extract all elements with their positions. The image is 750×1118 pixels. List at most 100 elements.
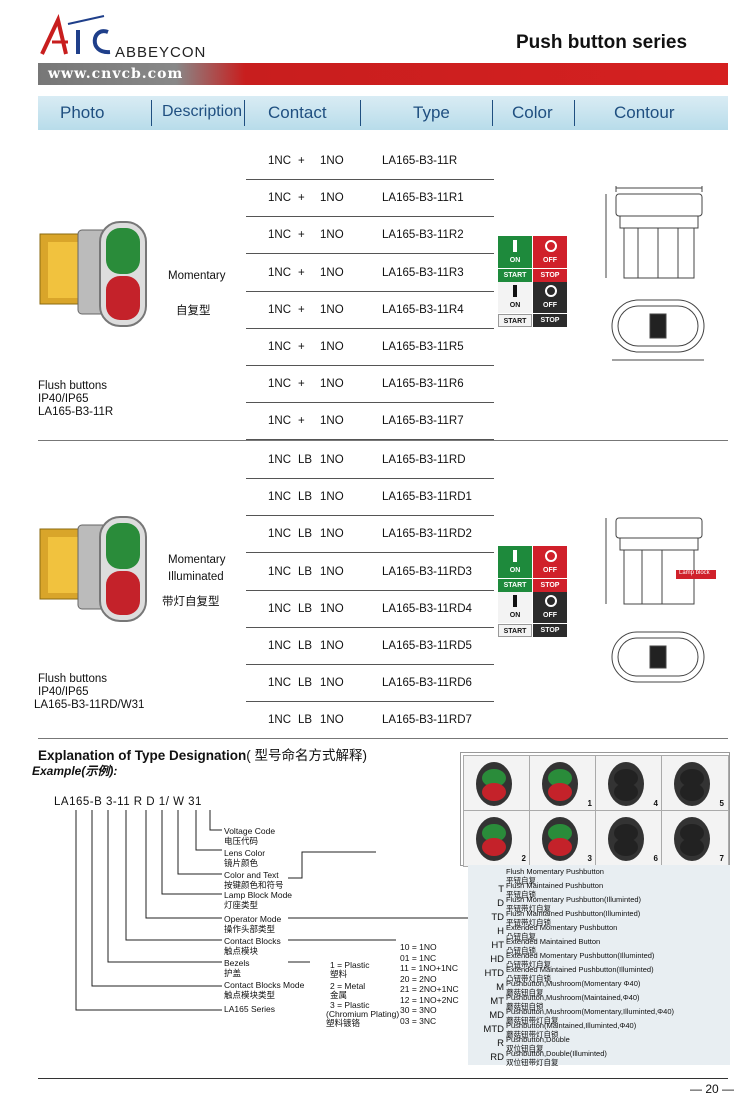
- description-en: Momentary: [168, 270, 226, 282]
- contact-no: 1NO: [320, 341, 344, 353]
- brand-name: ABBEYCON: [115, 44, 207, 61]
- operator-mode-item: Flush Maintained Pushbutton(Illuminted)平…: [506, 909, 641, 927]
- bezel-option: (Chromium Plating): [326, 1009, 400, 1019]
- contact-sep: LB: [298, 454, 313, 466]
- contact-no: 1NO: [320, 378, 344, 391]
- contact-no: 1NO: [320, 155, 344, 167]
- on-label: ON: [498, 254, 532, 267]
- col-type: Type: [413, 103, 450, 122]
- operator-code: MD: [489, 1010, 504, 1021]
- photo-number: 5: [719, 799, 724, 808]
- table-row: 1NC +1NO LA165-B3-11R: [246, 142, 494, 180]
- contact-option: 01 = 1NC: [400, 952, 437, 963]
- operator-mode-item: Pushbutton,Mushroom(Momentary Φ40)蘑菇钮自复: [506, 979, 641, 997]
- contact-option: 20 = 2NO: [400, 973, 437, 984]
- contact-nc: 1NC: [268, 155, 292, 167]
- description2-en2: Illuminated: [168, 571, 224, 583]
- operator-mode-item: Extended Maintained Pushbutton(Illuminte…: [506, 965, 654, 983]
- contact-no: 1NO: [320, 229, 344, 242]
- contact-sep: LB: [298, 640, 313, 652]
- col-description: Description: [162, 103, 243, 120]
- contact-nc: 1NC: [268, 192, 292, 205]
- contact-sep: LB: [298, 491, 313, 504]
- operator-photo: 3: [529, 810, 597, 867]
- column-header: Photo Description Contact Type Color Con…: [38, 96, 728, 130]
- operator-code: HTD: [484, 968, 504, 979]
- off-label: OFF: [533, 564, 567, 577]
- contact-nc: 1NC: [268, 528, 292, 541]
- contact-sep: LB: [298, 565, 313, 578]
- section-divider: [38, 440, 728, 441]
- bezel-option: 3 = Plastic: [330, 1000, 370, 1010]
- contact-nc: 1NC: [268, 341, 292, 353]
- operator-code: H: [497, 926, 504, 937]
- operator-code: R: [497, 1038, 504, 1049]
- contact-sep: LB: [298, 677, 313, 690]
- stop-label: STOP: [533, 269, 567, 282]
- type-code-example: LA165-B 3-11 R D 1/ W 31: [54, 796, 202, 808]
- photo-number: 4: [653, 799, 658, 808]
- operator-mode-item: Flush Momentary Pushbutton(Illuminted)平钮…: [506, 895, 642, 913]
- description-cn: 自复型: [176, 305, 211, 317]
- contact-nc: 1NC: [268, 714, 292, 727]
- lamp-block-label: Lamp block: [679, 570, 710, 576]
- bezel-option: 金属: [330, 990, 348, 1000]
- operator-photo: 1: [529, 755, 597, 812]
- photo-number: 1: [587, 799, 592, 808]
- operator-code: TD: [491, 912, 504, 923]
- contact-option: 12 = 1NO+2NC: [400, 994, 459, 1005]
- contact-no: 1NO: [320, 491, 344, 504]
- operator-mode-item: Pushbutton,Mushroom(Maintained,Φ40)蘑菇钮自锁: [506, 993, 640, 1011]
- contact-nc: 1NC: [268, 491, 292, 504]
- photo-caption-3: LA165-B3-11R: [38, 406, 114, 418]
- contour-drawing: [605, 186, 705, 361]
- type-code: LA165-B3-11R: [382, 155, 458, 167]
- start-label-dark: START: [498, 314, 532, 327]
- operator-mode-item: Pushbutton,Mushroom(Momentary,Illuminted…: [506, 1007, 674, 1025]
- photo2-caption-1: Flush buttons: [38, 673, 108, 685]
- operator-code: MTD: [483, 1024, 504, 1035]
- description2-cn: 带灯自复型: [162, 596, 220, 608]
- photo2-caption-3: LA165-B3-11RD/W31: [34, 699, 145, 711]
- type-code: LA165-B3-11R7: [382, 415, 464, 428]
- operator-code: T: [498, 884, 504, 895]
- on-label-dark: ON: [498, 609, 532, 622]
- bezel-option: 塑料: [330, 969, 348, 979]
- operator-photo: 4: [595, 755, 663, 812]
- operator-photo: 2: [463, 810, 531, 867]
- product-photo-illuminated: [39, 516, 147, 622]
- start-label: START: [498, 269, 532, 282]
- col-contact: Contact: [268, 103, 327, 122]
- type-code: LA165-B3-11R4: [382, 303, 464, 316]
- contact-nc: 1NC: [268, 602, 292, 615]
- contact-sep: +: [298, 266, 305, 279]
- abbeycon-logo: [40, 14, 111, 55]
- contact-no: 1NO: [320, 192, 344, 205]
- on-label: ON: [498, 564, 532, 577]
- col-photo: Photo: [60, 103, 105, 122]
- operator-mode-item: Pushbutton(Maintained,Illuminted,Φ40)蘑菇钮…: [506, 1021, 637, 1039]
- contact-sep: +: [298, 155, 305, 167]
- photo2-caption-2: IP40/IP65: [38, 686, 89, 698]
- contact-option: 21 = 2NO+1NC: [400, 984, 459, 994]
- contact-sep: LB: [298, 528, 313, 541]
- operator-photo: 7: [661, 810, 729, 867]
- type-code: LA165-B3-11RD3: [382, 565, 472, 578]
- operator-code: MT: [490, 996, 504, 1007]
